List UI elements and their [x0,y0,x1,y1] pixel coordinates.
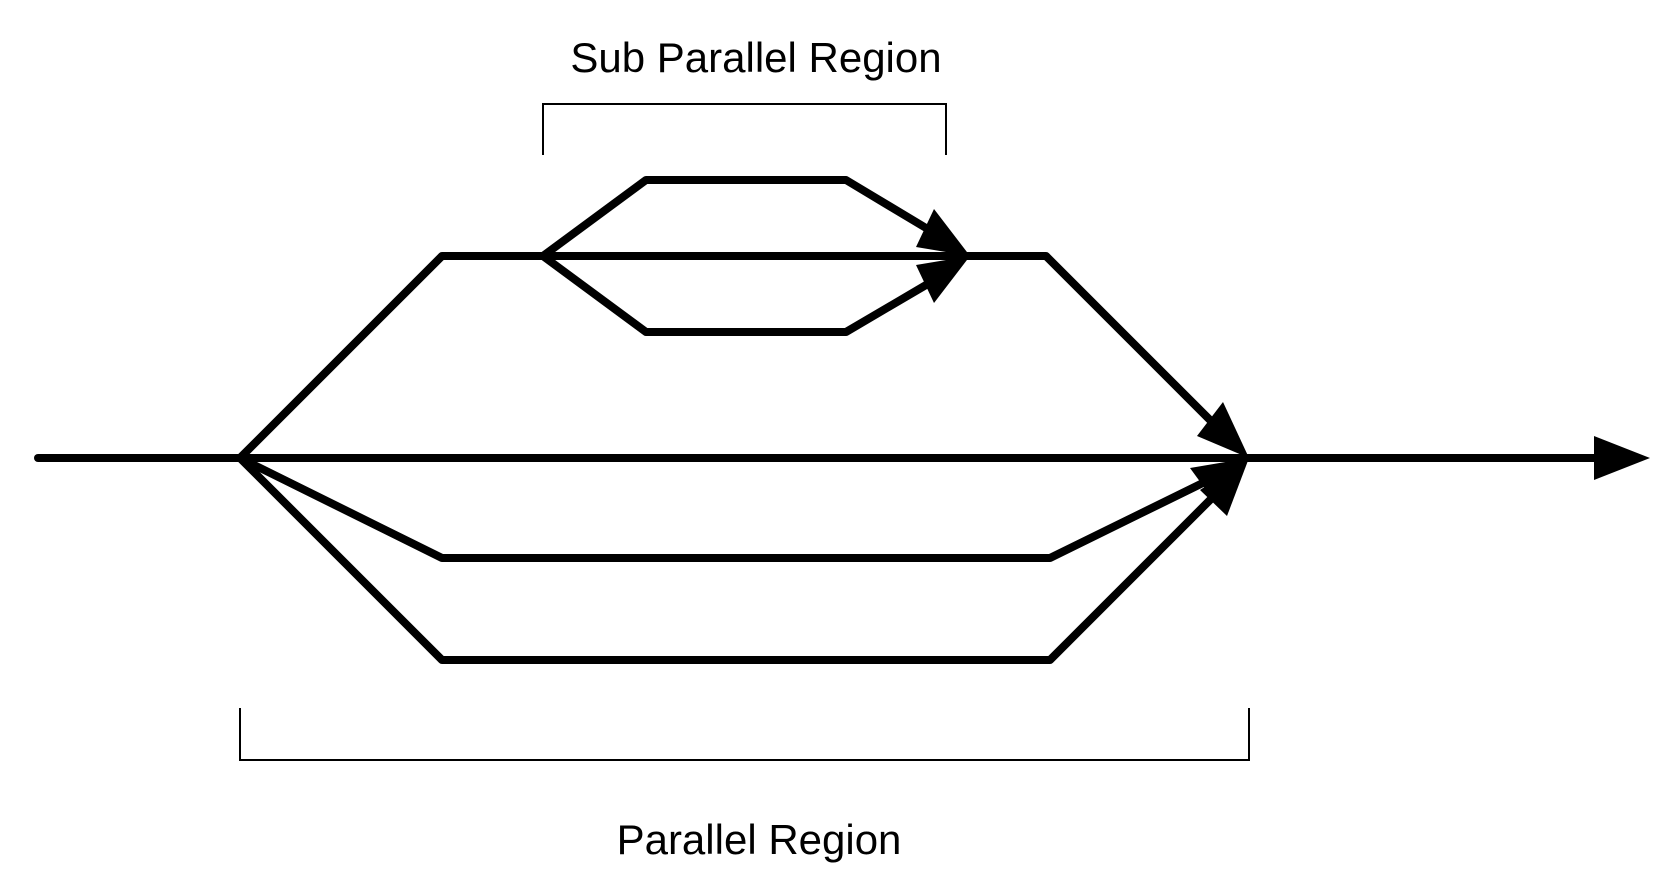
sub-branch-upper-path [539,176,930,260]
parallel-region-label: Parallel Region [617,816,902,863]
sub-branch-lower-path [539,252,930,336]
sub-parallel-region-bracket [542,103,947,155]
branch-top-path [236,252,1224,462]
branch-bottom-path [236,454,1219,664]
sub-branch-upper-arrowhead [916,209,970,256]
sub-parallel-region-label: Sub Parallel Region [570,34,941,81]
branch-middle-lower-arrowhead [1190,458,1249,494]
sub-branch-lower-arrowhead [916,256,970,303]
main-flow-arrowhead [1594,436,1650,480]
branch-top-arrowhead [1197,402,1249,458]
parallel-region-bracket [239,708,1250,761]
branch-middle-lower-path [236,454,1219,562]
branch-bottom-arrowhead [1200,458,1249,516]
